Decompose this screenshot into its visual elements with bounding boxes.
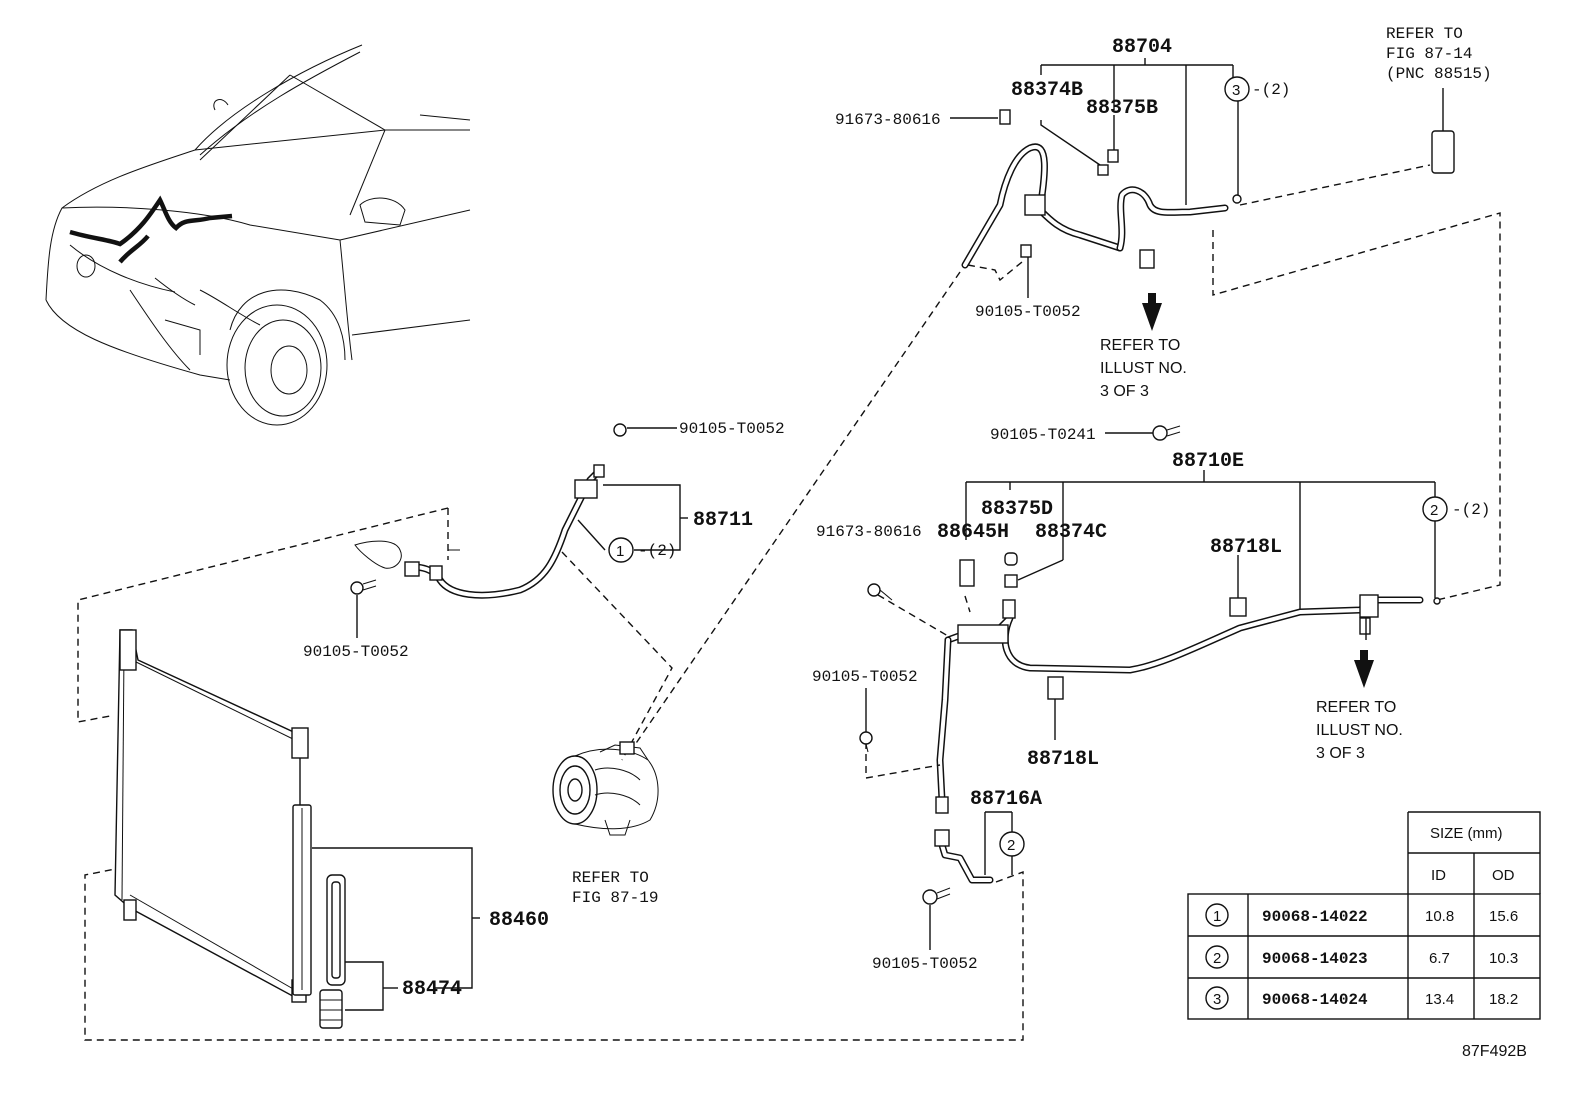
label-88710E: 88710E [1172, 450, 1244, 473]
label-90105-T0052-left: 90105-T0052 [303, 643, 409, 661]
label-88716A: 88716A [970, 788, 1042, 811]
label-88718L-a: 88718L [1210, 536, 1282, 559]
svg-text:3: 3 [1232, 82, 1240, 99]
ref-fig-87-14-line2: FIG 87-14 [1386, 45, 1472, 63]
ref-illust-top-line2: ILLUST NO. [1100, 360, 1187, 377]
svg-text:1: 1 [616, 543, 624, 560]
svg-text:90068-14024: 90068-14024 [1262, 991, 1368, 1009]
svg-text:6.7: 6.7 [1429, 950, 1450, 967]
svg-text:10.3: 10.3 [1489, 950, 1518, 967]
svg-text:15.6: 15.6 [1489, 908, 1518, 925]
ref-illust-right-line1: REFER TO [1316, 699, 1396, 716]
label-90105-T0052-mid: 90105-T0052 [812, 668, 918, 686]
hose-88711-group [77, 423, 688, 761]
svg-text:1: 1 [1213, 908, 1221, 925]
svg-text:-(2): -(2) [638, 542, 676, 560]
bolt-90105-T0241 [1105, 425, 1181, 441]
label-88711: 88711 [693, 509, 753, 532]
size-table-col-id: ID [1431, 867, 1446, 884]
label-88375D: 88375D [981, 498, 1053, 521]
condenser-illustration [114, 629, 480, 1029]
size-table-row: 1 90068-14022 10.8 15.6 [1205, 903, 1518, 927]
label-91673-80616-top: 91673-80616 [835, 111, 941, 129]
label-88374B: 88374B [1011, 79, 1083, 102]
svg-text:3: 3 [1213, 991, 1221, 1008]
label-91673-80616-mid: 91673-80616 [816, 523, 922, 541]
diagram-code: 87F492B [1462, 1043, 1527, 1060]
tube-88716A-group [84, 811, 1024, 1041]
svg-text:-(2): -(2) [1252, 81, 1290, 99]
size-table-row: 3 90068-14024 13.4 18.2 [1205, 986, 1518, 1010]
svg-text:2: 2 [1430, 502, 1438, 519]
ref-illust-right-line2: ILLUST NO. [1316, 722, 1403, 739]
label-88375B: 88375B [1086, 97, 1158, 120]
size-table-header: SIZE (mm) [1430, 825, 1503, 842]
connector-top-to-compressor [629, 271, 961, 753]
svg-text:2: 2 [1007, 837, 1015, 854]
label-88718L-b: 88718L [1027, 748, 1099, 771]
label-90105-T0052-hose: 90105-T0052 [679, 420, 785, 438]
ref-illust-top-line1: REFER TO [1100, 337, 1180, 354]
svg-text:18.2: 18.2 [1489, 991, 1518, 1008]
svg-text:90068-14022: 90068-14022 [1262, 908, 1368, 926]
ref-illust-right-line3: 3 OF 3 [1316, 745, 1365, 762]
size-table: SIZE (mm) ID OD 1 90068-14022 10.8 15.6 … [1187, 811, 1541, 1020]
svg-text:10.8: 10.8 [1425, 908, 1454, 925]
label-90105-T0241: 90105-T0241 [990, 426, 1096, 444]
svg-text:90068-14023: 90068-14023 [1262, 950, 1368, 968]
label-88374C: 88374C [1035, 521, 1107, 544]
label-90105-T0052-bottom: 90105-T0052 [872, 955, 978, 973]
vehicle-illustration [45, 44, 471, 426]
label-90105-T0052-top: 90105-T0052 [975, 303, 1081, 321]
callout-2-bottom: 2 [999, 831, 1025, 857]
callout-2-right: 2 -(2) [1422, 496, 1490, 522]
compressor-illustration [552, 741, 659, 836]
bolt-91673-mid [867, 583, 893, 601]
ref-illust-top-line3: 3 OF 3 [1100, 383, 1149, 400]
label-88645H: 88645H [937, 521, 1009, 544]
svg-text:-(2): -(2) [1452, 501, 1490, 519]
ref-fig-87-19-line1: REFER TO [572, 869, 649, 887]
hose-88704-group [950, 58, 1501, 601]
callout-1-hose: 1 -(2) [608, 537, 676, 563]
svg-text:13.4: 13.4 [1425, 991, 1454, 1008]
label-88704: 88704 [1112, 36, 1172, 59]
tube-88710E-group [865, 470, 1441, 814]
callout-3-top: 3 -(2) [1224, 76, 1290, 102]
label-88474: 88474 [402, 978, 462, 1001]
size-table-col-od: OD [1492, 867, 1515, 884]
ref-fig-87-19-line2: FIG 87-19 [572, 889, 658, 907]
label-88460: 88460 [489, 909, 549, 932]
bolt-90105-mid [859, 688, 873, 753]
ref-fig-87-14-line1: REFER TO [1386, 25, 1463, 43]
ref-fig-87-14-line3: (PNC 88515) [1386, 65, 1492, 83]
size-table-row: 2 90068-14023 6.7 10.3 [1205, 945, 1518, 969]
svg-text:2: 2 [1213, 950, 1221, 967]
